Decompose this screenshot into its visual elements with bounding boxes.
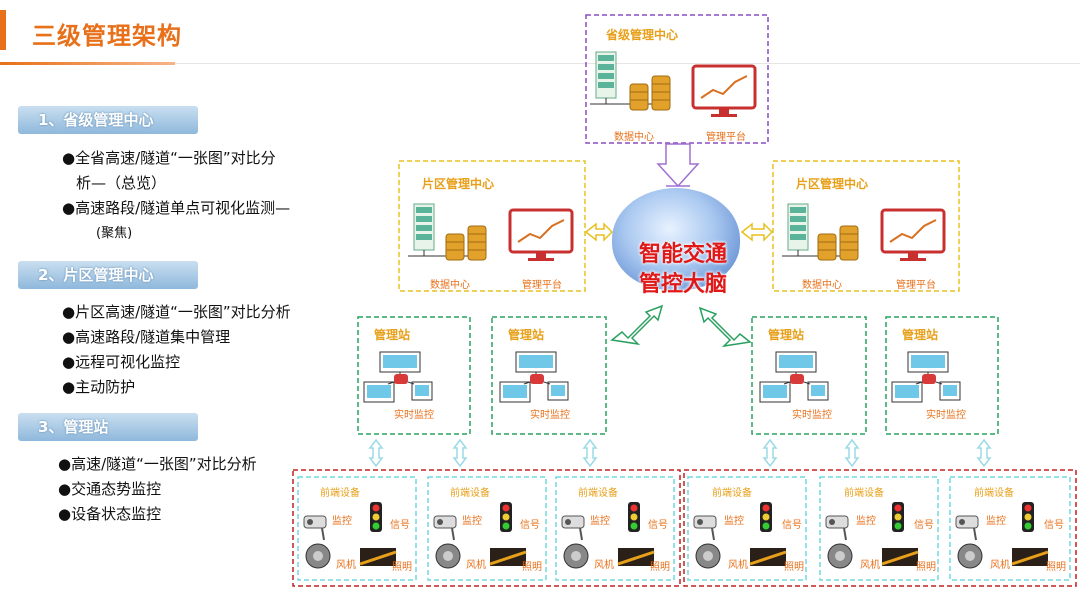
station-caption: 实时监控: [530, 410, 570, 421]
section-2-bullets: ●片区高速/隧道“一张图”对比分析 ●高速路段/隧道集中管理 ●远程可视化监控 …: [62, 300, 291, 400]
region-left-box: [398, 160, 586, 292]
station-caption: 实时监控: [792, 410, 832, 421]
signal-label: 信号: [1044, 520, 1064, 531]
title-underline: [0, 62, 175, 65]
frontend-title: 前端设备: [844, 488, 884, 499]
light-label: 照明: [1046, 562, 1066, 573]
title-accent-bar: [0, 10, 6, 50]
brain-label: 智能交通 管控大脑: [618, 240, 748, 300]
region-left-platform-label: 管理平台: [522, 280, 562, 291]
section-heading-2: 2、片区管理中心: [18, 261, 198, 289]
light-label: 照明: [650, 562, 670, 573]
bullet: ●交通态势监控: [58, 480, 162, 498]
monitor-label: 监控: [462, 516, 482, 527]
frontend-title: 前端设备: [974, 488, 1014, 499]
fan-label: 风机: [860, 560, 880, 571]
section-heading-3: 3、管理站: [18, 413, 198, 441]
station-box-1: [357, 316, 471, 435]
bullet: ●远程可视化监控: [62, 353, 181, 371]
monitor-label: 监控: [590, 516, 610, 527]
bullet: ●高速路段/隧道单点可视化监测—: [62, 199, 291, 217]
bullet: ●全省高速/隧道“一张图”对比分: [62, 149, 276, 167]
station-caption: 实时监控: [394, 410, 434, 421]
bullet-cont: (聚焦): [96, 226, 133, 241]
monitor-label: 监控: [856, 516, 876, 527]
region-right-platform-label: 管理平台: [896, 280, 936, 291]
signal-label: 信号: [390, 520, 410, 531]
arrow-brain-province: [656, 143, 700, 188]
station-title: 管理站: [374, 328, 411, 342]
title-divider: [175, 63, 1080, 64]
station-title: 管理站: [508, 328, 545, 342]
light-label: 照明: [916, 562, 936, 573]
province-center-box: [585, 14, 769, 144]
monitor-label: 监控: [332, 516, 352, 527]
frontend-title: 前端设备: [578, 488, 618, 499]
region-left-data-center-label: 数据中心: [430, 280, 470, 291]
signal-label: 信号: [520, 520, 540, 531]
province-center-title: 省级管理中心: [606, 28, 679, 42]
station-box-3: [751, 316, 867, 435]
page-title: 三级管理架构: [32, 22, 182, 50]
bullet: ●高速路段/隧道集中管理: [62, 328, 231, 346]
station-title: 管理站: [902, 328, 939, 342]
station-box-2: [491, 316, 607, 435]
bullet: ●设备状态监控: [58, 505, 162, 523]
frontend-title: 前端设备: [712, 488, 752, 499]
province-platform-label: 管理平台: [706, 132, 746, 143]
monitor-label: 监控: [986, 516, 1006, 527]
signal-label: 信号: [782, 520, 802, 531]
station-title: 管理站: [768, 328, 805, 342]
signal-label: 信号: [648, 520, 668, 531]
region-left-title: 片区管理中心: [422, 177, 495, 191]
monitor-label: 监控: [724, 516, 744, 527]
region-right-title: 片区管理中心: [796, 177, 869, 191]
fan-label: 风机: [594, 560, 614, 571]
section-heading-1: 1、省级管理中心: [18, 106, 198, 134]
frontend-title: 前端设备: [450, 488, 490, 499]
section-3-bullets: ●高速/隧道“一张图”对比分析 ●交通态势监控 ●设备状态监控: [58, 452, 257, 527]
frontend-group-right: [683, 469, 1077, 587]
light-label: 照明: [522, 562, 542, 573]
ai-brain-image: [612, 188, 740, 290]
fan-label: 风机: [466, 560, 486, 571]
signal-label: 信号: [914, 520, 934, 531]
station-caption: 实时监控: [926, 410, 966, 421]
frontend-group-left: [292, 469, 681, 587]
station-box-4: [885, 316, 999, 435]
fan-label: 风机: [336, 560, 356, 571]
bullet: ●高速/隧道“一张图”对比分析: [58, 455, 257, 473]
section-1-bullets: ●全省高速/隧道“一张图”对比分 析—（总览） ●高速路段/隧道单点可视化监测—…: [62, 146, 290, 246]
bullet: ●主动防护: [62, 378, 136, 396]
light-label: 照明: [784, 562, 804, 573]
brain-label-line2: 管控大脑: [638, 272, 727, 297]
bullet: ●片区高速/隧道“一张图”对比分析: [62, 303, 291, 321]
fan-label: 风机: [990, 560, 1010, 571]
province-data-center-label: 数据中心: [614, 132, 654, 143]
region-right-box: [772, 160, 960, 292]
fan-label: 风机: [728, 560, 748, 571]
bullet-cont: 析—（总览）: [76, 174, 167, 192]
light-label: 照明: [392, 562, 412, 573]
brain-label-line1: 智能交通: [638, 242, 727, 267]
region-right-data-center-label: 数据中心: [802, 280, 842, 291]
frontend-title: 前端设备: [320, 488, 360, 499]
